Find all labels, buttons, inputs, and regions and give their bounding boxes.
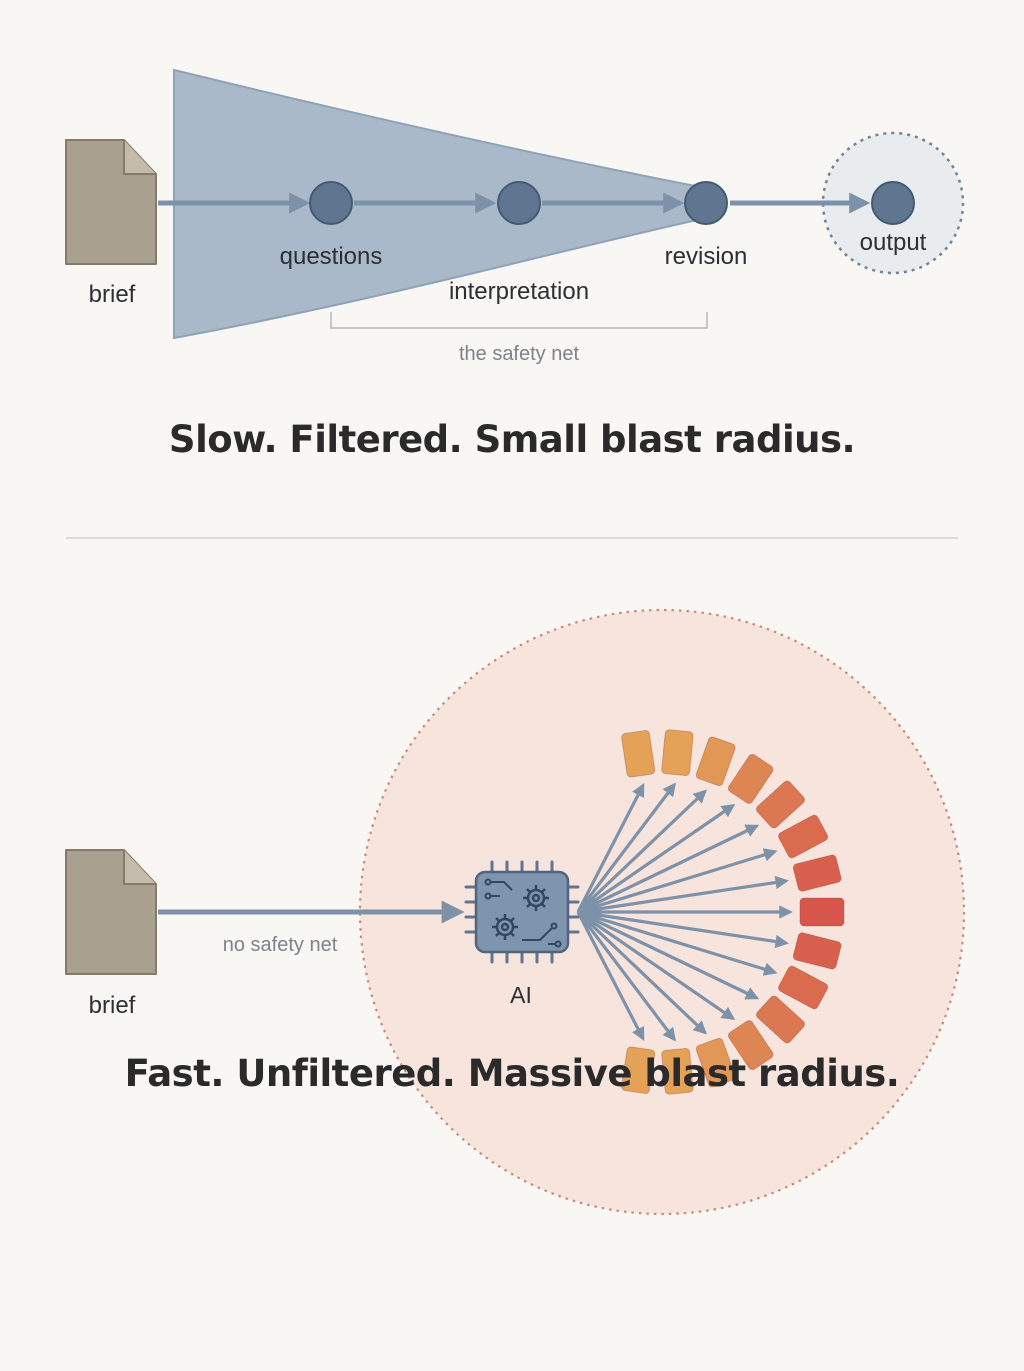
- fan-arrow: [576, 911, 676, 1042]
- fan-arrow: [576, 783, 645, 913]
- questions-label: questions: [280, 243, 383, 270]
- fan-arrow: [577, 910, 760, 1000]
- output-tile: [727, 753, 774, 804]
- no-safety-net-label: no safety net: [223, 934, 338, 956]
- output-tile: [778, 814, 829, 859]
- fan-arrow: [576, 782, 676, 913]
- fan-arrow: [577, 848, 778, 914]
- revision-node: [684, 181, 728, 225]
- output-tile: [661, 1047, 694, 1095]
- output-tile: [621, 730, 656, 778]
- fan-arrow: [577, 824, 760, 914]
- ai-chip-icon: [464, 860, 580, 964]
- output-tile: [792, 932, 842, 970]
- fan-arrow: [577, 910, 778, 976]
- fan-out-outputs: [621, 729, 845, 1095]
- output-label: output: [860, 229, 927, 256]
- fan-arrow: [577, 910, 736, 1021]
- output-tile: [755, 995, 806, 1044]
- output-tile: [695, 736, 736, 787]
- revision-label: revision: [665, 243, 748, 270]
- output-tile: [792, 854, 842, 892]
- safety-net-bracket: [330, 312, 708, 329]
- output-tile: [727, 1020, 774, 1071]
- bottom-headline: Fast. Unfiltered. Massive blast radius.: [124, 1052, 900, 1095]
- output-tile: [755, 780, 806, 829]
- fan-arrow: [576, 910, 707, 1035]
- fan-out-arrows: [576, 782, 793, 1042]
- top-headline: Slow. Filtered. Small blast radius.: [168, 418, 856, 461]
- brief-label: brief: [89, 992, 136, 1019]
- output-tile: [778, 965, 829, 1010]
- output-tile: [621, 1046, 656, 1094]
- output-tile: [799, 897, 845, 927]
- output-tile: [661, 729, 694, 777]
- fan-arrow: [577, 910, 789, 949]
- fan-arrow: [577, 875, 789, 914]
- output-tile: [695, 1037, 736, 1088]
- gear-icon: [523, 885, 549, 911]
- fan-arrow: [577, 803, 736, 914]
- interpretation-label: interpretation: [449, 278, 589, 305]
- gear-icon: [492, 914, 518, 940]
- fan-arrow: [576, 911, 645, 1041]
- ai-label: AI: [510, 982, 532, 1008]
- fan-arrow: [576, 789, 707, 914]
- brief-label: brief: [89, 281, 136, 308]
- safety-net-label: the safety net: [459, 343, 580, 365]
- interpretation-node: [497, 181, 541, 225]
- questions-node: [309, 181, 353, 225]
- output-node: [871, 181, 915, 225]
- brief-document-icon: [65, 849, 157, 975]
- brief-document-icon: [65, 139, 157, 265]
